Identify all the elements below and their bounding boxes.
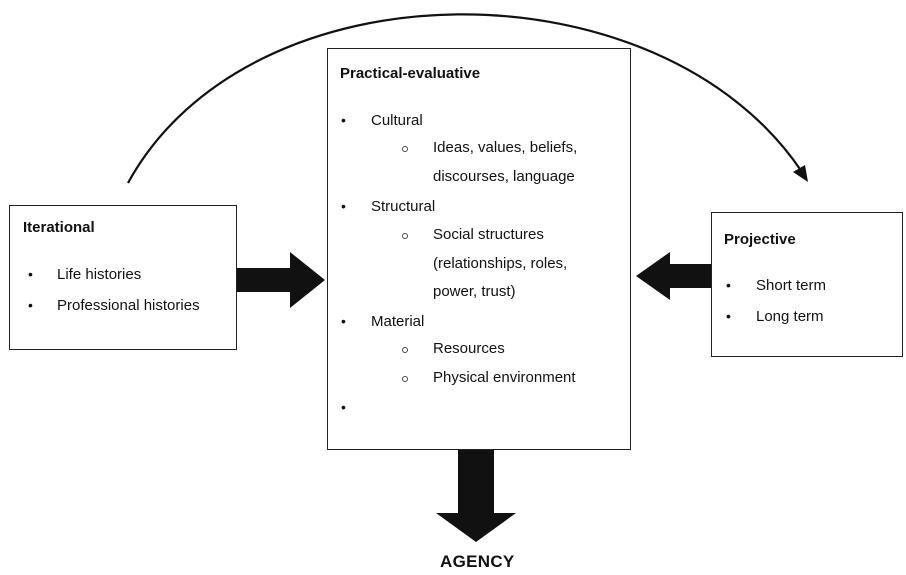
cultural-label: Cultural <box>371 112 423 129</box>
bullet-icon: • <box>726 277 731 293</box>
iterational-box: Iterational • Life histories • Professio… <box>9 205 237 350</box>
agency-arrow <box>436 445 516 542</box>
sub-bullet-icon <box>402 347 408 353</box>
bullet-icon: • <box>341 313 346 329</box>
structural-sub-line: (relationships, roles, <box>433 255 568 272</box>
bullet-icon: • <box>28 297 33 313</box>
sub-bullet-icon <box>402 146 408 152</box>
material-sub-line: Physical environment <box>433 369 576 386</box>
projective-arrow <box>636 252 712 300</box>
projective-title: Projective <box>724 231 796 248</box>
projective-item: Short term <box>756 277 827 294</box>
bullet-icon: • <box>341 112 346 128</box>
iterational-item: Life histories <box>57 266 142 283</box>
projective-box: Projective • Short term • Long term <box>711 212 903 357</box>
projective-item: Long term <box>756 308 824 325</box>
bullet-icon: • <box>341 198 346 214</box>
material-sub-line: Resources <box>433 340 505 357</box>
sub-bullet-icon <box>402 376 408 382</box>
iterational-item: Professional histories <box>57 297 200 314</box>
iterational-arrow <box>236 252 325 308</box>
practical-evaluative-title: Practical-evaluative <box>340 65 481 82</box>
cycle-arc <box>127 13 803 184</box>
cycle-arc-arrowhead <box>793 165 808 182</box>
sub-bullet-icon <box>402 233 408 239</box>
bullet-icon: • <box>341 399 346 415</box>
cultural-sub-line: Ideas, values, beliefs, <box>433 139 578 156</box>
structural-label: Structural <box>371 198 436 215</box>
structural-sub-line: power, trust) <box>433 283 516 300</box>
material-label: Material <box>371 313 425 330</box>
iterational-title: Iterational <box>23 219 95 236</box>
structural-sub-line: Social structures <box>433 226 544 243</box>
bullet-icon: • <box>28 266 33 282</box>
bullet-icon: • <box>726 308 731 324</box>
practical-evaluative-box: Practical-evaluative • Cultural Ideas, v… <box>327 48 631 450</box>
agency-label: AGENCY <box>440 552 515 571</box>
cultural-sub-line: discourses, language <box>433 168 575 185</box>
